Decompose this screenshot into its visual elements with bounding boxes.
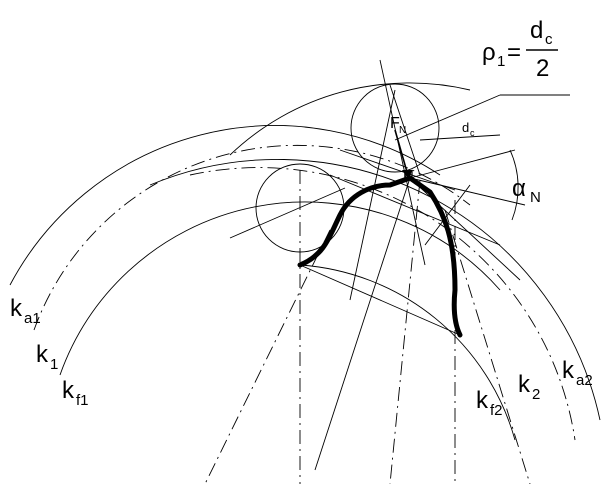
construction-line-6: [329, 174, 501, 246]
label-ka2-subscript: a2: [576, 372, 593, 389]
label-kf1-subscript: f1: [76, 392, 89, 409]
construction-line-9: [409, 149, 516, 179]
label-ka2: k: [562, 357, 575, 384]
pressure-angle-arc: [509, 149, 519, 221]
rho-numerator: d: [530, 17, 543, 44]
pressure-angle-subscript: N: [530, 189, 541, 206]
pressure-angle-label: α: [512, 175, 526, 202]
rho-symbol: ρ: [482, 39, 496, 66]
pitch-circle-k2: [189, 167, 576, 441]
rho-numerator-subscript: c: [545, 31, 553, 48]
construction-line-2: [349, 89, 396, 301]
construction-line-11: [424, 184, 471, 246]
force-label-subscript: N: [399, 125, 406, 136]
leader-line-dc: [419, 134, 501, 141]
cutter-diameter-subscript: c: [470, 128, 475, 138]
cutter-diameter-label: d: [462, 120, 469, 135]
label-k2-subscript: 2: [532, 386, 540, 403]
label-k1-subscript: 1: [50, 356, 58, 373]
label-kf2-subscript: f2: [490, 402, 503, 419]
center-line-2: [204, 229, 331, 484]
addendum-circle-ka1: [9, 125, 441, 286]
construction-line-4: [409, 177, 521, 281]
point-n-label: N: [403, 167, 414, 184]
label-ka1: k: [10, 295, 23, 322]
center-line-3: [389, 179, 421, 484]
label-kf2: k: [476, 387, 489, 414]
leader-line-rho: [394, 94, 501, 141]
construction-line-12: [389, 84, 421, 176]
pitch-circle-k1: [33, 144, 471, 331]
label-k1: k: [36, 341, 49, 368]
center-line-5: [444, 209, 531, 484]
rho-denominator: 2: [536, 55, 549, 82]
tooth-profile: [297, 175, 463, 338]
label-kf1: k: [62, 377, 75, 404]
construction-line-10: [409, 177, 526, 206]
rho-equals: =: [507, 39, 521, 66]
construction-line-8: [339, 149, 456, 191]
label-ka1-subscript: a1: [24, 310, 41, 327]
construction-line-3: [314, 177, 411, 471]
rho-subscript: 1: [497, 53, 505, 70]
label-k2: k: [518, 371, 531, 398]
construction-line-5: [299, 264, 461, 336]
force-arrow-shaft: [394, 129, 408, 173]
upper-arc: [229, 82, 471, 156]
force-label: F: [390, 115, 400, 132]
construction-line-1: [379, 59, 426, 266]
root-circle-kf2: [299, 264, 516, 441]
cutter-circle-upper: [350, 83, 440, 173]
root-circle-kf1: [59, 201, 501, 376]
construction-line-7: [229, 187, 346, 239]
